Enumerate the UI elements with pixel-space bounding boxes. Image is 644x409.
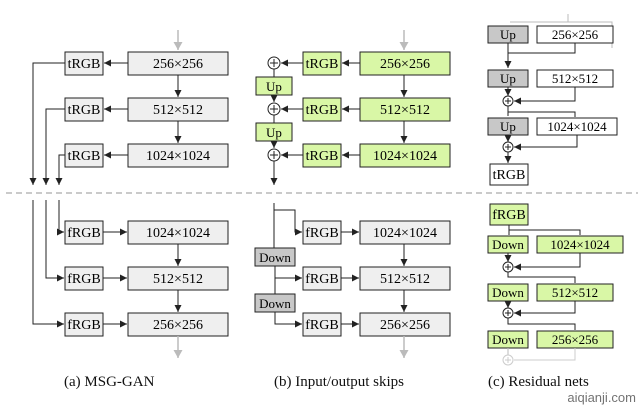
svg-text:fRGB: fRGB: [67, 318, 100, 333]
panel-b-discriminator: 1024×1024 512×512 256×256 fRGB fRGB fRGB…: [254, 203, 451, 358]
svg-text:Down: Down: [492, 332, 524, 347]
caption-panel-c: (c) Residual nets: [488, 374, 589, 390]
panel-c-discriminator: fRGB Down 1024×1024 Down 512×512 Down 25…: [487, 203, 624, 366]
svg-text:fRGB: fRGB: [305, 226, 338, 241]
svg-text:Up: Up: [500, 27, 516, 42]
b-disc-block-256: [359, 312, 451, 337]
svg-text:tRGB: tRGB: [306, 149, 339, 164]
svg-text:Down: Down: [259, 296, 291, 311]
svg-text:512×512: 512×512: [380, 272, 430, 287]
svg-text:512×512: 512×512: [380, 103, 430, 118]
watermark-text: aiqianji.com: [567, 390, 636, 405]
svg-text:fRGB: fRGB: [305, 272, 338, 287]
svg-text:256×256: 256×256: [153, 318, 203, 333]
b-disc-block-1024: [359, 220, 451, 245]
svg-text:tRGB: tRGB: [306, 103, 339, 118]
svg-text:tRGB: tRGB: [68, 103, 101, 118]
svg-text:256×256: 256×256: [380, 57, 430, 72]
svg-text:fRGB: fRGB: [67, 272, 100, 287]
a-gen-label-512: 512×512: [153, 103, 203, 118]
panel-b-generator: 256×256 512×512 1024×1024 tRGB tRGB tRGB…: [255, 30, 451, 185]
svg-text:fRGB: fRGB: [305, 318, 338, 333]
svg-text:1024×1024: 1024×1024: [373, 149, 437, 164]
svg-text:fRGB: fRGB: [67, 226, 100, 241]
panel-c-generator: Up 256×256 Up 512×512 Up 1024×1024 tRGB: [487, 14, 618, 186]
a-gen-label-256: 256×256: [153, 57, 203, 72]
a-gen-label-1024: 1024×1024: [146, 149, 210, 164]
panel-a-generator: 256×256 512×512 1024×1024 tRGB tRGB tRGB: [29, 30, 229, 185]
caption-panel-b: (b) Input/output skips: [274, 374, 404, 390]
svg-text:Up: Up: [500, 119, 516, 134]
svg-text:Down: Down: [492, 285, 524, 300]
svg-text:Up: Up: [500, 71, 516, 86]
c-trgb: [489, 163, 529, 186]
svg-text:tRGB: tRGB: [306, 57, 339, 72]
panel-a-discriminator: 1024×1024 512×512 256×256 fRGB fRGB fRGB: [32, 200, 229, 358]
svg-text:1024×1024: 1024×1024: [146, 226, 210, 241]
svg-text:1024×1024: 1024×1024: [373, 226, 437, 241]
svg-text:Down: Down: [259, 250, 291, 265]
svg-text:512×512: 512×512: [552, 71, 598, 86]
svg-text:256×256: 256×256: [552, 332, 599, 347]
svg-text:tRGB: tRGB: [493, 168, 526, 183]
svg-text:512×512: 512×512: [552, 285, 598, 300]
svg-text:tRGB: tRGB: [68, 149, 101, 164]
svg-text:Up: Up: [266, 125, 282, 140]
svg-text:fRGB: fRGB: [492, 208, 525, 223]
svg-text:Down: Down: [492, 237, 524, 252]
svg-text:tRGB: tRGB: [68, 57, 101, 72]
svg-text:1024×1024: 1024×1024: [547, 119, 607, 134]
svg-text:256×256: 256×256: [552, 27, 599, 42]
svg-text:256×256: 256×256: [380, 318, 430, 333]
svg-text:Up: Up: [266, 79, 282, 94]
caption-panel-a: (a) MSG-GAN: [64, 374, 155, 390]
svg-text:1024×1024: 1024×1024: [550, 237, 610, 252]
b-disc-block-512: [359, 266, 451, 291]
svg-text:512×512: 512×512: [153, 272, 203, 287]
